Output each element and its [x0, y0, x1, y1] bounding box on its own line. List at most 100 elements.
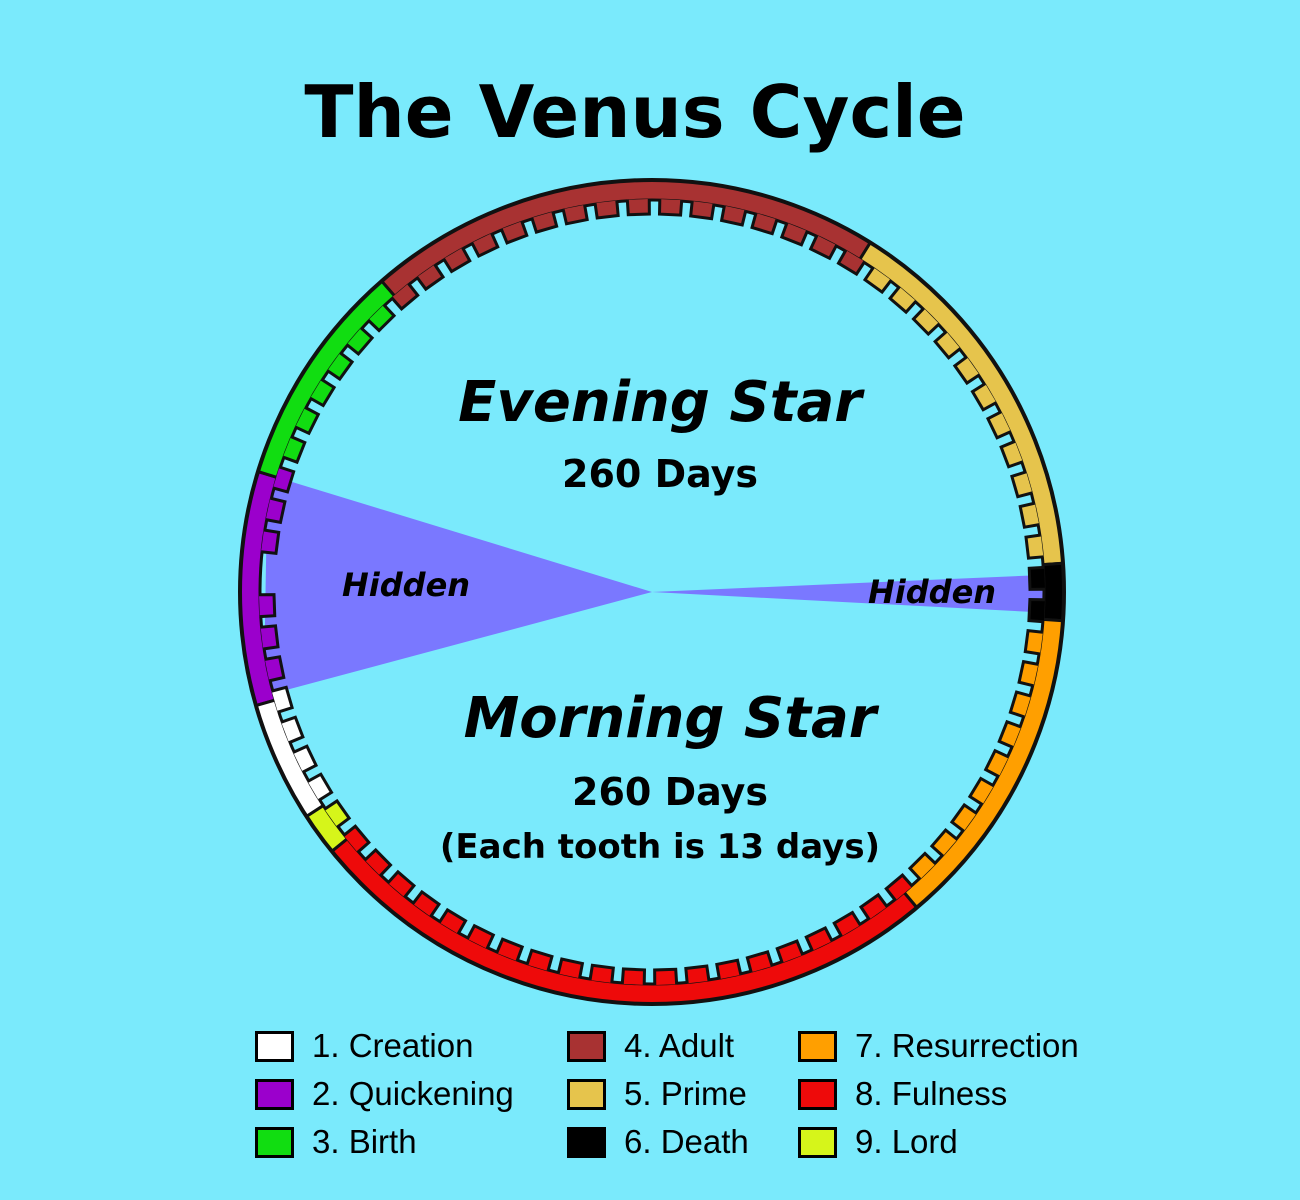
ring-tooth — [363, 847, 393, 877]
ring-tooth — [779, 222, 809, 247]
ring-tooth — [1017, 659, 1039, 688]
evening-star-days: 260 Days — [562, 452, 758, 496]
ring-tooth — [306, 772, 334, 802]
ring-tooth — [588, 963, 615, 984]
ring-tooth — [620, 967, 647, 985]
arc-death — [1041, 561, 1066, 623]
legend-swatch — [798, 1030, 837, 1062]
legend-item-creation: 1. Creation — [255, 1022, 514, 1070]
ring-tooth — [804, 925, 834, 952]
ring-tooth — [1010, 470, 1033, 499]
ring-tooth — [862, 266, 893, 295]
ring-tooth — [745, 950, 774, 973]
ring-tooth — [442, 246, 472, 274]
legend-swatch — [798, 1126, 837, 1158]
legend-item-death: 6. Death — [567, 1118, 749, 1166]
toothed-ring — [238, 178, 1066, 1006]
legend-item-lord: 9. Lord — [798, 1118, 1079, 1166]
ring-tooth — [593, 200, 620, 220]
legend-swatch — [255, 1030, 294, 1062]
ring-tooth — [323, 798, 352, 829]
ring-tooth — [466, 923, 496, 950]
ring-tooth — [272, 465, 296, 494]
ring-tooth — [1023, 629, 1044, 656]
ring-tooth — [836, 249, 866, 277]
ring-tooth — [282, 435, 307, 465]
ring-tooth — [933, 330, 962, 360]
ring-outline — [238, 178, 1066, 1006]
tooth-note: (Each tooth is 13 days) — [439, 827, 881, 867]
ring-tooth — [1024, 533, 1044, 560]
ring-tooth — [294, 406, 321, 436]
ring-tooth — [264, 655, 286, 683]
legend-swatch — [567, 1126, 606, 1158]
ring-tooth — [326, 351, 355, 382]
hidden-wedge-left — [263, 474, 652, 697]
ring-tooth — [832, 910, 862, 938]
legend-column-1: 1. Creation 2. Quickening 3. Birth — [255, 1022, 514, 1166]
ring-tooth — [415, 263, 446, 292]
ring-tooth — [750, 212, 779, 236]
hidden-wedges — [263, 474, 1054, 697]
ring-tooth — [911, 307, 941, 337]
ring-tooth — [411, 889, 442, 918]
legend-label: 7. Resurrection — [855, 1027, 1079, 1064]
legend-label: 5. Prime — [624, 1075, 747, 1112]
ring-tooth — [997, 719, 1022, 749]
ring-tooth — [1008, 690, 1032, 719]
legend-label: 9. Lord — [855, 1123, 958, 1160]
ring-tooth — [715, 958, 743, 980]
ring-tooth — [929, 827, 959, 858]
ring-tooth — [561, 204, 589, 226]
legend-item-quickening: 2. Quickening — [255, 1070, 514, 1118]
hidden-wedge-right — [652, 574, 1054, 614]
ring-tooth — [887, 285, 918, 315]
ring-tooth — [499, 220, 529, 245]
legend-label: 6. Death — [624, 1123, 749, 1160]
ring-tooth — [775, 939, 805, 964]
figure-title: The Venus Cycle — [304, 70, 966, 154]
morning-star-days: 260 Days — [572, 770, 768, 814]
ring-tooth — [1027, 597, 1045, 624]
ring-tooth — [260, 528, 281, 555]
legend-swatch — [798, 1078, 837, 1110]
ring-tooth — [292, 744, 319, 774]
ring-tooth — [983, 748, 1010, 778]
ring-tooth — [258, 593, 277, 619]
ring-tooth — [260, 624, 280, 651]
legend-swatch — [567, 1030, 606, 1062]
ring-tooth — [689, 200, 716, 221]
ring-tooth — [271, 685, 294, 714]
ring-tooth — [952, 355, 981, 386]
ring-tooth — [985, 410, 1012, 440]
ring-tooth — [265, 496, 287, 525]
phase-legend: 1. Creation 2. Quickening 3. Birth 4. Ad… — [255, 1022, 1085, 1172]
ring-tooth — [884, 873, 914, 902]
legend-item-prime: 5. Prime — [567, 1070, 749, 1118]
ring-tooth — [530, 211, 559, 234]
hidden-label-right: Hidden — [868, 573, 997, 611]
ring-tooth — [684, 964, 711, 984]
hidden-label-left: Hidden — [342, 566, 471, 604]
ring-tooth — [808, 234, 838, 261]
legend-item-adult: 4. Adult — [567, 1022, 749, 1070]
ring-tooth — [345, 326, 375, 357]
ring-tooth — [495, 937, 525, 962]
ring-tooth — [858, 892, 889, 921]
ring-tooth — [949, 802, 978, 833]
ring-tooth — [999, 439, 1024, 469]
legend-item-fulness: 8. Fulness — [798, 1070, 1079, 1118]
ring-tooth — [438, 907, 468, 935]
ring-tooth — [719, 205, 748, 227]
legend-swatch — [255, 1126, 294, 1158]
ring-tooth — [657, 199, 684, 217]
ring-tooth — [525, 948, 554, 972]
ring-tooth — [1027, 565, 1046, 591]
ring-tooth — [470, 232, 500, 259]
ring-tooth — [280, 715, 305, 745]
legend-label: 4. Adult — [624, 1027, 735, 1064]
ring-tooth — [653, 967, 679, 986]
legend-swatch — [255, 1078, 294, 1110]
legend-label: 8. Fulness — [855, 1075, 1008, 1112]
